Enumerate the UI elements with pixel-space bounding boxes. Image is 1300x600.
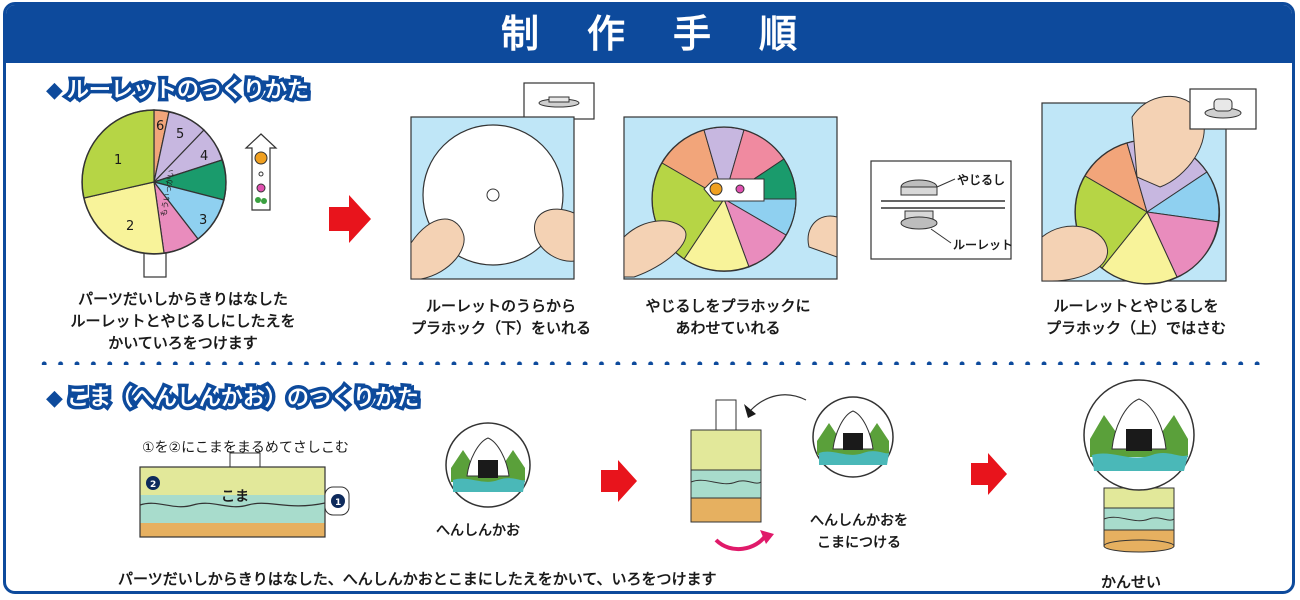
- step4-caption: ルーレットとやじるしを プラホック（上）ではさむ: [1045, 297, 1226, 337]
- diamond-bullet-icon: ◆: [46, 78, 63, 103]
- marker-2: 2: [150, 480, 156, 490]
- step3-caption: やじるしをプラホックに あわせていれる: [645, 297, 811, 337]
- roulette-wheel-illustration: 6 5 4 3 2 1 もういっかい: [81, 109, 278, 278]
- wheel-number-1: 1: [114, 153, 122, 168]
- step1-caption: パーツだいしからきりはなした ルーレットとやじるしにしたえを かいていろをつけま…: [70, 290, 296, 352]
- arrow-part: [244, 133, 278, 211]
- page-title: 制作手順: [500, 12, 845, 56]
- step2-illustration: [410, 82, 595, 280]
- step3-illustration: [623, 116, 838, 280]
- koma-roll-illustration: [690, 394, 894, 552]
- section-title-koma: ◆こま（へんしんかお）のつくりかた: [46, 383, 422, 415]
- red-arrow-3-icon: [971, 453, 1007, 495]
- wheel-number-2: 2: [126, 219, 134, 234]
- dotted-divider: [36, 361, 1266, 365]
- face-label: へんしんかお: [436, 523, 520, 539]
- onigiri-face-illustration: [445, 422, 531, 508]
- bottom-caption: パーツだいしからきりはなした、へんしんかおとこまにしたえをかいて、いろをつけます: [118, 570, 717, 588]
- label-roulette: ルーレット: [953, 238, 1014, 252]
- label-arrow: やじるし: [957, 173, 1006, 187]
- attach-caption: へんしんかおを こまにつける: [810, 513, 908, 551]
- diamond-bullet-icon: ◆: [46, 386, 63, 411]
- wheel-number-6: 6: [156, 119, 164, 134]
- red-arrow-1-icon: [329, 195, 371, 243]
- cross-section-diagram: [870, 160, 1012, 260]
- marker-1: 1: [335, 498, 341, 508]
- step2-caption: ルーレットのうらから プラホック（下）をいれる: [410, 297, 591, 337]
- koma-instruction: ①を②にこまをまるめてさしこむ: [142, 440, 349, 456]
- step4-illustration: [1041, 88, 1257, 285]
- instruction-sheet: 制作手順 ◆ルーレットのつくりかた 6 5 4 3 2 1 もういっかい: [3, 2, 1295, 594]
- section-title-roulette: ◆ルーレットのつくりかた: [46, 75, 312, 107]
- title-banner: 制作手順: [6, 5, 1292, 63]
- koma-label: こま: [221, 489, 249, 505]
- done-label: かんせい: [1101, 573, 1162, 591]
- wheel-number-4: 4: [200, 149, 208, 164]
- koma-strip-illustration: 1 2: [139, 452, 350, 538]
- completed-koma-illustration: [1083, 379, 1195, 553]
- wheel-number-5: 5: [176, 127, 184, 142]
- wheel-number-3: 3: [199, 213, 207, 228]
- red-arrow-2-icon: [601, 460, 637, 502]
